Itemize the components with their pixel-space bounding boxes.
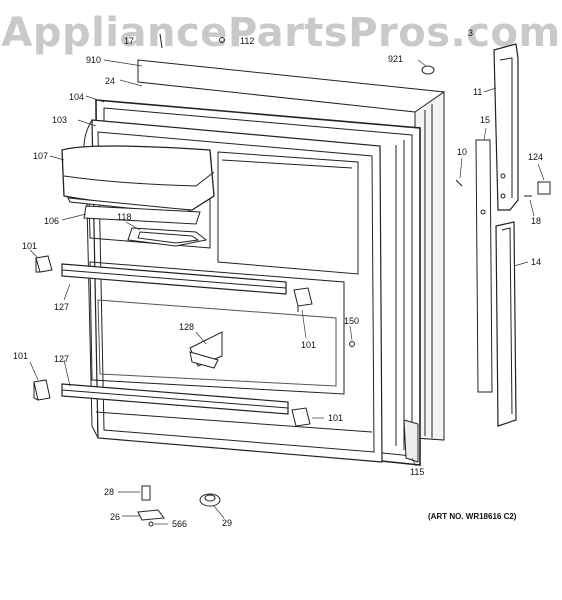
callout-26: 26 [110,512,121,522]
callout-10: 10 [457,147,468,157]
part-28 [141,485,151,501]
callout-101-right-lower: 101 [328,413,344,423]
egg-bin [127,227,208,247]
lower-handle [495,221,517,427]
callout-17: 17 [124,36,135,46]
callout-101-left-lower: 101 [13,351,29,361]
callout-128: 128 [179,322,195,332]
art-number: (ART NO. WR18616 C2) [428,512,517,521]
callout-101-left-upper: 101 [22,241,38,251]
callout-107: 107 [33,151,49,161]
shelf-end-cap-right-lower [291,407,311,427]
callout-103: 103 [52,115,68,125]
upper-shelf-bar [61,263,287,295]
callout-24: 24 [105,76,116,86]
door-handle [493,43,519,211]
part-26 [137,509,165,521]
callout-115: 115 [410,467,425,477]
utility-bin [189,331,223,369]
callout-29: 29 [222,518,233,528]
shelf-end-cap-left-upper [35,255,53,273]
dairy-compartment [61,145,215,215]
part-29 [199,493,221,507]
callout-14: 14 [531,257,542,267]
screw-150 [349,341,355,347]
callout-124: 124 [528,152,544,162]
bracket-124 [537,181,551,195]
callout-101-right-upper: 101 [301,340,317,350]
lower-shelf-bar [61,383,289,415]
callout-112: 112 [240,36,255,46]
plug-921 [421,65,435,75]
callout-15: 15 [480,115,491,125]
part-17 [159,33,163,49]
callout-118: 118 [117,212,132,222]
leader-lines [29,59,545,525]
callout-11: 11 [473,87,483,97]
callout-3: 3 [468,28,474,38]
callout-910: 910 [86,55,102,65]
callout-921: 921 [388,54,404,64]
screw-10 [455,179,463,187]
screw-566 [148,521,154,527]
callout-104: 104 [69,92,85,102]
part-112 [219,37,225,43]
gasket-strip [403,419,419,463]
outer-door-panel [137,59,445,441]
callout-150: 150 [344,316,360,326]
shelf-end-cap-right-upper [293,287,313,312]
callout-127-lower: 127 [54,354,70,364]
callout-566: 566 [172,519,188,529]
shelf-end-cap-left-lower [33,379,51,401]
callout-127-upper: 127 [54,302,70,312]
handle-trim-strip [475,139,493,393]
callout-18: 18 [531,216,542,226]
callout-28: 28 [104,487,115,497]
callout-106: 106 [44,216,60,226]
